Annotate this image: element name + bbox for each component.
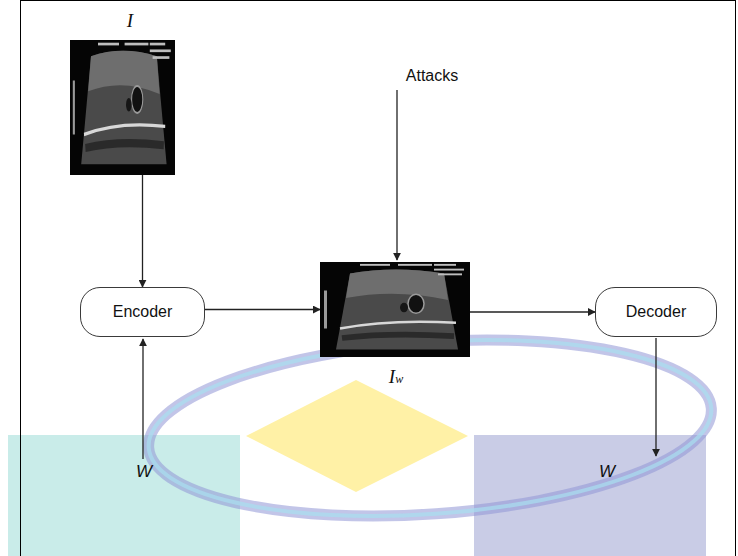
image-label: Iw: [389, 366, 403, 388]
box-label: Encoder: [113, 303, 173, 321]
frame-line: [735, 0, 736, 556]
ultrasound-image: [320, 262, 470, 357]
flow-arrow: [142, 175, 143, 287]
flow-arrow: [205, 309, 320, 310]
image-label: I: [127, 10, 133, 32]
attack-label: Attacks: [406, 67, 458, 85]
attack-arrow: [396, 90, 397, 260]
flow-arrow: [470, 311, 595, 312]
frame-line: [20, 0, 21, 556]
image-node: Iw: [320, 262, 470, 357]
image-node: I: [70, 40, 175, 175]
watermark-symbol: W: [599, 462, 615, 482]
watermark-symbol: W: [136, 462, 152, 482]
watermark-output-arrow: [655, 338, 656, 456]
watermark-input-arrow: [142, 339, 143, 459]
process-box: Encoder: [80, 287, 205, 337]
box-label: Decoder: [626, 303, 686, 321]
frame-line: [20, 0, 736, 1]
process-box: Decoder: [595, 287, 717, 337]
yellow-diamond: [246, 380, 468, 492]
ultrasound-image: [70, 40, 175, 175]
